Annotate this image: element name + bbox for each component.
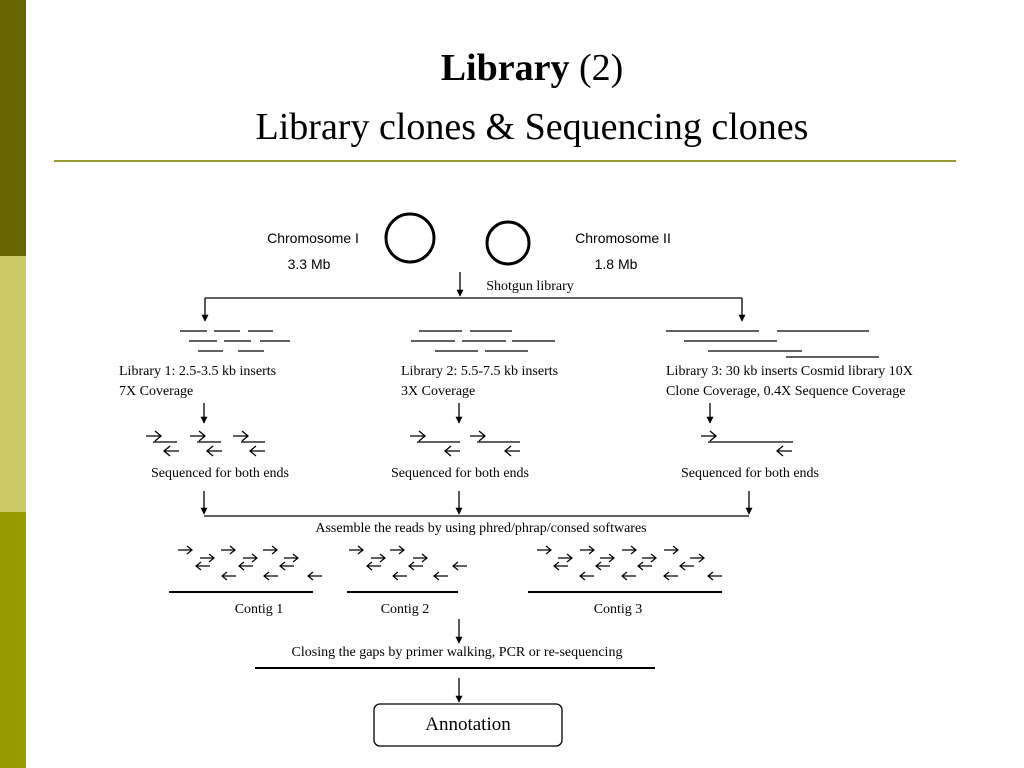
assemble-label: Assemble the reads by using phred/phrap/… — [315, 521, 646, 536]
library-3-line2: Clone Coverage, 0.4X Sequence Coverage — [666, 384, 905, 399]
library-2-fragments — [411, 330, 555, 352]
title-divider — [54, 160, 956, 162]
library-3-sequenced: Sequenced for both ends — [681, 466, 819, 481]
shotgun-label: Shotgun library — [486, 279, 574, 294]
sequencing-arrows — [200, 403, 714, 424]
library-1-line1: Library 1: 2.5-3.5 kb inserts — [119, 364, 276, 379]
contig-3-reads — [537, 545, 722, 581]
slide-title: Library (2) — [40, 46, 1024, 90]
title-suffix: (2) — [569, 47, 624, 89]
library-1-line2: 7X Coverage — [119, 384, 193, 399]
chromosome-1-circle — [384, 212, 436, 264]
library-2-sequenced: Sequenced for both ends — [391, 466, 529, 481]
slide-subtitle: Library clones & Sequencing clones — [255, 106, 809, 148]
chromosome-2-circle — [485, 220, 531, 266]
chromosome-1-size: 3.3 Mb — [288, 256, 331, 272]
chromosome-2-size: 1.8 Mb — [595, 256, 638, 272]
library-3-fragments — [666, 330, 879, 358]
annotation-label: Annotation — [425, 714, 511, 735]
library-1-sequenced: Sequenced for both ends — [151, 466, 289, 481]
library-2-line2: 3X Coverage — [401, 384, 475, 399]
library-2-line1: Library 2: 5.5-7.5 kb inserts — [401, 364, 558, 379]
annotation-box — [373, 703, 563, 747]
library-1-fragments — [180, 330, 290, 352]
shotgun-branch-lines — [201, 272, 746, 322]
contig-1-reads — [178, 545, 322, 581]
title-bold: Library — [440, 47, 570, 89]
assembly-merge-lines — [200, 491, 753, 517]
library-3-paired-reads — [701, 430, 793, 457]
contig-1-label: Contig 1 — [235, 602, 284, 617]
library-2-paired-reads — [410, 430, 520, 457]
sidebar-decoration — [0, 0, 26, 768]
sidebar-block-bottom — [0, 512, 26, 768]
library-3-line1: Library 3: 30 kb inserts Cosmid library … — [666, 364, 913, 379]
contig-2-reads — [349, 545, 467, 581]
contig-3-label: Contig 3 — [594, 602, 643, 617]
chromosome-2-label: Chromosome II — [575, 230, 671, 246]
sidebar-block-top — [0, 0, 26, 256]
chromosome-1-label: Chromosome I — [267, 230, 359, 246]
contig-2-label: Contig 2 — [381, 602, 430, 617]
closing-label: Closing the gaps by primer walking, PCR … — [292, 645, 623, 660]
sidebar-block-middle — [0, 256, 26, 512]
library-1-paired-reads — [146, 430, 265, 457]
